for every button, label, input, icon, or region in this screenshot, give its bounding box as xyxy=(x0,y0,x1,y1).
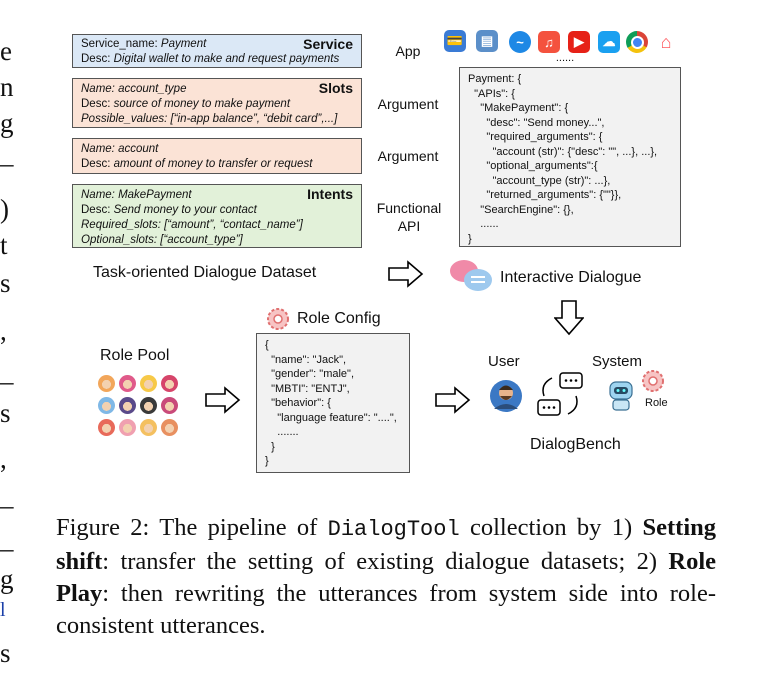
intent-name: Name: MakePayment xyxy=(81,189,192,201)
caption-mid: collection by 1) xyxy=(459,514,643,541)
margin-fragment: g xyxy=(0,564,14,594)
slot-possible-values: Possible_values: [“in-app balance”, “deb… xyxy=(81,113,338,125)
role-avatar xyxy=(98,397,115,414)
role-label: Role xyxy=(645,397,668,409)
margin-fragment: l xyxy=(0,599,6,621)
service-desc-key: Desc: xyxy=(81,53,114,65)
role-avatar xyxy=(140,375,157,392)
margin-fragment: , xyxy=(0,316,7,346)
functional-label: Functional xyxy=(376,200,442,216)
caption-setting-shift: Setting shift xyxy=(56,514,716,575)
margin-fragment: , xyxy=(0,444,7,474)
role-config-heading: Role Config xyxy=(297,310,381,327)
api-code-box: Payment: { "APIs": { "MakePayment": { "d… xyxy=(459,67,681,247)
slot-desc-key: Desc: xyxy=(81,98,114,110)
down-arrow-icon xyxy=(554,300,584,336)
caption-role-play: Role Play xyxy=(56,548,716,607)
interactive-dialogue-heading: Interactive Dialogue xyxy=(500,269,642,286)
chrome-icon xyxy=(626,31,648,53)
cloud-icon: ☁ xyxy=(598,31,620,53)
role-avatar xyxy=(140,419,157,436)
music-icon: ♫ xyxy=(538,31,560,53)
figure-caption: Figure 2: The pipeline of DialogTool col… xyxy=(56,512,716,642)
user-avatar xyxy=(490,380,522,412)
role-config-box: { "name": "Jack", "gender": "male", "MBT… xyxy=(256,333,410,473)
margin-fragment: t xyxy=(0,230,8,260)
dialogbench-heading: DialogBench xyxy=(530,436,621,453)
service-name-value: Payment xyxy=(160,38,207,50)
intent-desc-key: Desc: xyxy=(81,204,114,216)
caption-tool-name: DialogTool xyxy=(327,517,460,542)
slot-desc-value: source of money to make payment xyxy=(113,98,291,110)
role-avatar xyxy=(119,375,136,392)
api-label: API xyxy=(397,218,421,234)
service-box: Service Service_name: Payment Desc: Digi… xyxy=(72,34,362,68)
service-name-key: Service_name: xyxy=(81,38,161,50)
margin-fragment: – xyxy=(0,366,14,396)
right-arrow-icon xyxy=(388,260,424,288)
right-arrow-icon xyxy=(205,386,241,414)
caption-prefix: Figure 2: The pipeline of xyxy=(56,514,328,541)
gear-icon xyxy=(267,308,289,330)
margin-fragment: s xyxy=(0,398,11,428)
chat-bubbles-icon xyxy=(450,260,492,291)
margin-fragment: ) xyxy=(0,194,9,224)
messenger-icon: ~ xyxy=(509,31,531,53)
more-apps-ellipsis: ...... xyxy=(555,52,575,64)
argument-label-2: Argument xyxy=(377,148,439,164)
account-desc-key: Desc: xyxy=(81,158,114,170)
cards-icon: ▤ xyxy=(476,30,498,52)
wallet-icon: 💳 xyxy=(444,30,466,52)
right-arrow-icon xyxy=(435,386,471,414)
role-avatar xyxy=(98,375,115,392)
role-pool-heading: Role Pool xyxy=(100,347,170,364)
caption-text2: : then rewriting the utterances from sys… xyxy=(56,580,716,639)
margin-fragment: – xyxy=(0,148,14,178)
role-avatar xyxy=(161,397,178,414)
margin-fragment: n xyxy=(0,72,14,102)
margin-fragment: – xyxy=(0,533,14,563)
robot-icon xyxy=(609,381,633,411)
user-heading: User xyxy=(488,353,520,370)
system-heading: System xyxy=(592,353,643,370)
intents-title: Intents xyxy=(307,186,353,202)
margin-fragment: g xyxy=(0,108,14,138)
slot-name: Name: account_type xyxy=(81,83,187,95)
margin-fragment: e xyxy=(0,36,12,66)
argument-label-1: Argument xyxy=(377,96,439,112)
account-box: Name: account Desc: amount of money to t… xyxy=(72,138,362,174)
service-desc-value: Digital wallet to make and request payme… xyxy=(113,53,340,65)
role-avatar xyxy=(161,419,178,436)
account-desc-value: amount of money to transfer or request xyxy=(113,158,313,170)
conversation-icon xyxy=(537,372,583,416)
slots-title: Slots xyxy=(318,80,353,96)
intent-required-slots: Required_slots: [“amount”, “contact_name… xyxy=(81,219,303,231)
role-avatar xyxy=(98,419,115,436)
caption-text1: : transfer the setting of existing dialo… xyxy=(102,548,669,575)
slots-box: Slots Name: account_type Desc: source of… xyxy=(72,78,362,128)
role-avatar xyxy=(119,397,136,414)
account-name: Name: account xyxy=(81,143,159,155)
service-title: Service xyxy=(303,36,353,52)
app-label: App xyxy=(395,43,421,59)
dataset-heading: Task-oriented Dialogue Dataset xyxy=(93,264,317,281)
role-gear-icon xyxy=(642,370,664,392)
intents-box: Intents Name: MakePayment Desc: Send mon… xyxy=(72,184,362,248)
intent-optional-slots: Optional_slots: [“account_type”] xyxy=(81,234,243,246)
airbnb-icon: ⌂ xyxy=(655,31,677,53)
role-avatar xyxy=(119,419,136,436)
margin-fragment: – xyxy=(0,490,14,520)
margin-fragment: s xyxy=(0,268,11,298)
margin-fragment: s xyxy=(0,638,11,668)
role-avatar xyxy=(161,375,178,392)
youtube-icon: ▶ xyxy=(568,31,590,53)
intent-desc-value: Send money to your contact xyxy=(113,204,257,216)
role-avatar xyxy=(140,397,157,414)
